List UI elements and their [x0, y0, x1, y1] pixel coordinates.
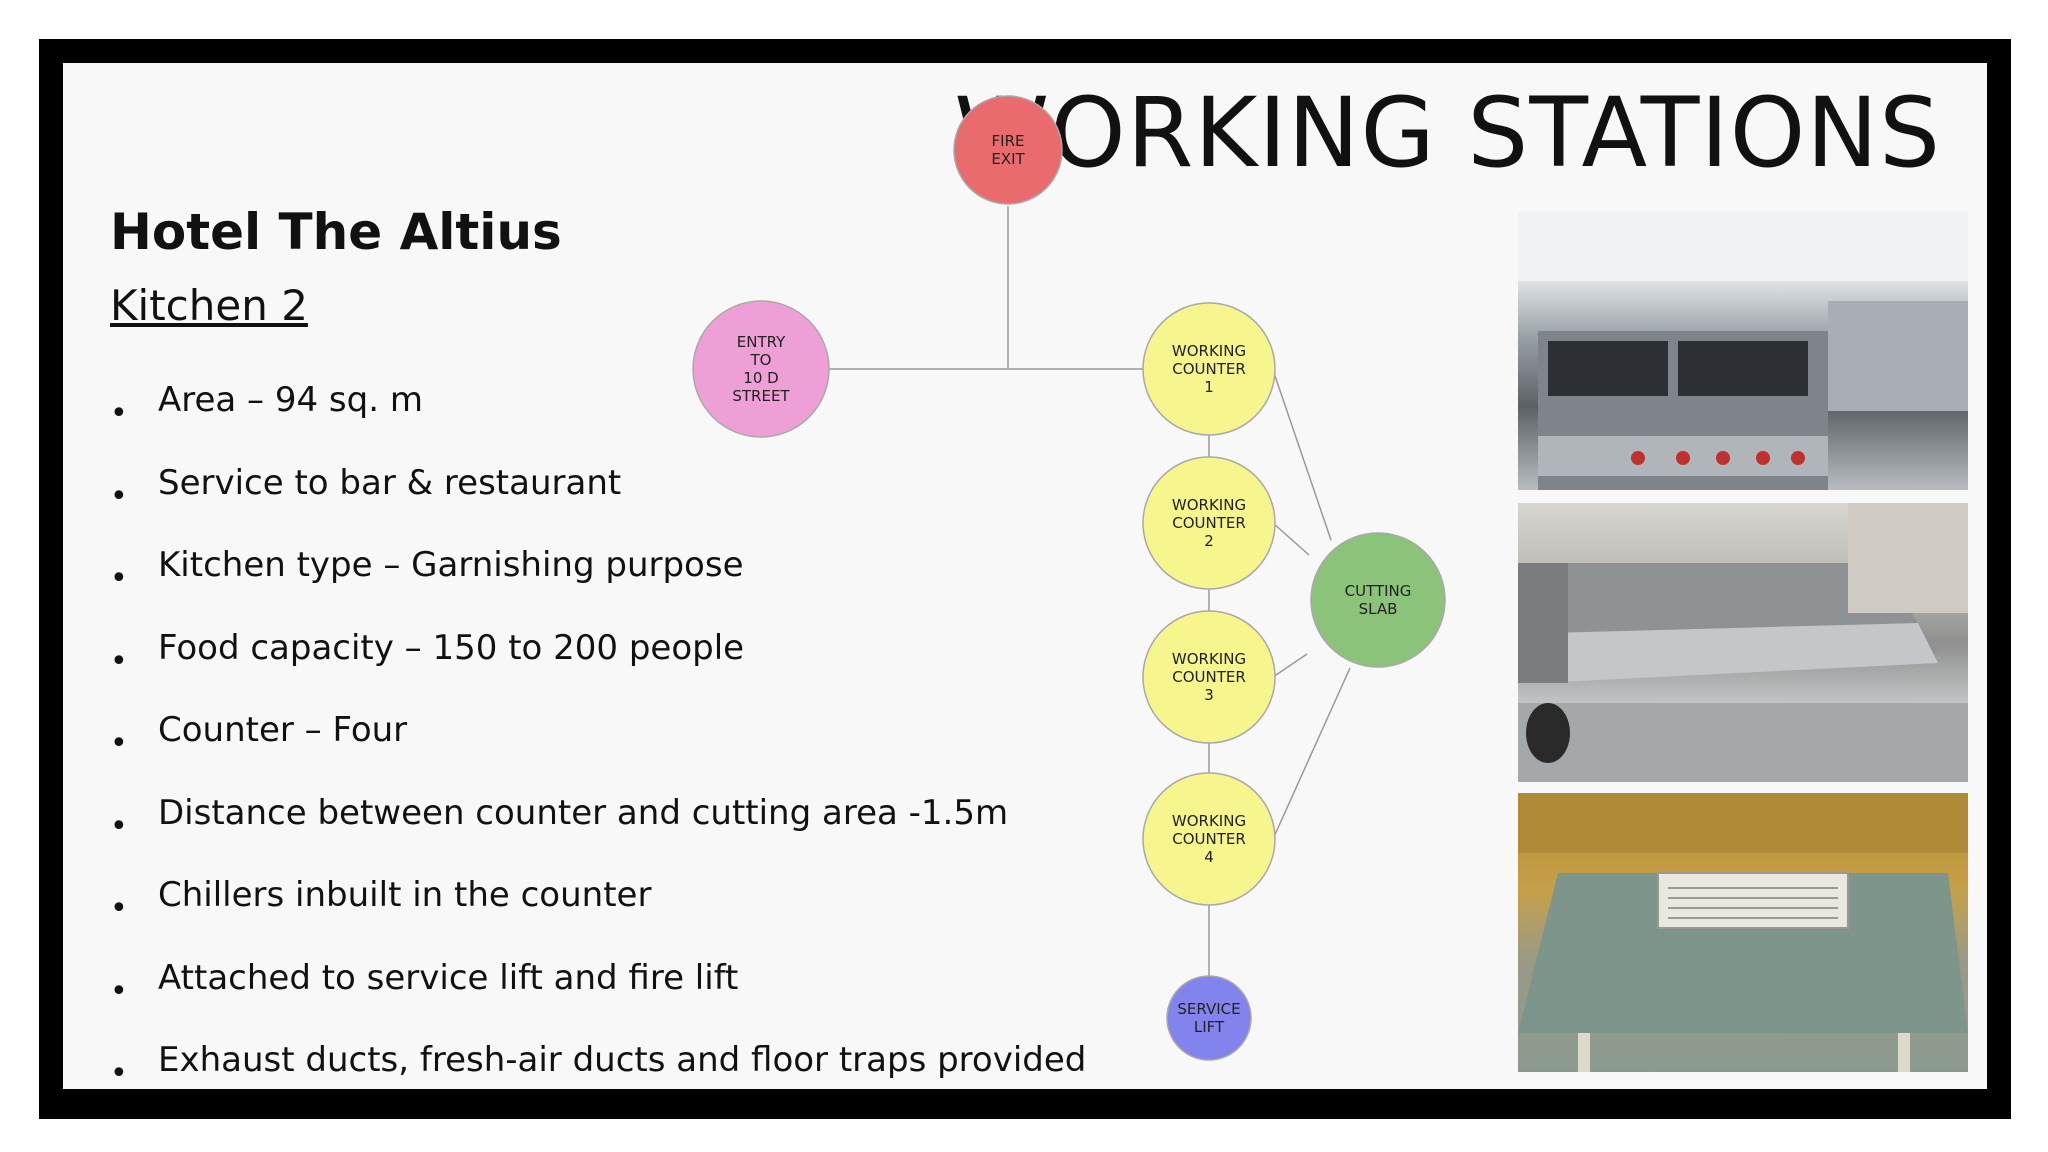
node-circle: [1310, 532, 1446, 668]
node-label: CUTTING: [1345, 582, 1412, 600]
node-label: FIRE: [992, 132, 1025, 150]
node-label: STREET: [732, 387, 790, 405]
node-label: 2: [1204, 532, 1214, 550]
node-label: COUNTER: [1172, 830, 1246, 848]
edge-counter3-cutting: [1272, 653, 1308, 678]
bullet-icon: •: [110, 726, 128, 761]
node-label: TO: [750, 351, 772, 369]
node-circle: [1142, 302, 1276, 436]
node-label: 4: [1204, 848, 1214, 866]
node-label: WORKING: [1172, 812, 1246, 830]
edge-counter4-cutting: [1272, 667, 1351, 840]
node-label: LIFT: [1194, 1018, 1225, 1036]
node-label: COUNTER: [1172, 360, 1246, 378]
node-label: 3: [1204, 686, 1214, 704]
node-circle: [1166, 975, 1252, 1061]
node-label: ENTRY: [737, 333, 786, 351]
node-label: SLAB: [1359, 600, 1398, 618]
node-label: WORKING: [1172, 496, 1246, 514]
node-label: WORKING: [1172, 342, 1246, 360]
bullet-icon: •: [110, 808, 128, 844]
exhaust-hood-illustration: [1518, 503, 1968, 782]
kitchen-stove-illustration: [1518, 211, 1968, 490]
node-label: COUNTER: [1172, 514, 1246, 532]
node-label: COUNTER: [1172, 668, 1246, 686]
bullet-icon: •: [110, 396, 128, 431]
bullet-icon: •: [110, 973, 128, 1009]
node-label: SERVICE: [1177, 1000, 1240, 1018]
node-label: 10 D: [743, 369, 778, 387]
kitchen-name: Kitchen 2: [110, 281, 308, 330]
bullet-icon: •: [110, 891, 128, 926]
slide: WORKING STATIONS Hotel The Altius Kitche…: [63, 63, 1987, 1091]
air-duct-illustration: [1518, 793, 1968, 1072]
slide-title: WORKING STATIONS: [954, 77, 1941, 189]
hotel-name: Hotel The Altius: [110, 203, 562, 261]
edge-counter1-cutting: [1272, 369, 1332, 541]
ceiling-air-duct-photo: [1518, 793, 1968, 1072]
node-circle: [1142, 610, 1276, 744]
node-circle: [953, 95, 1063, 205]
node-label: EXIT: [991, 150, 1025, 168]
node-label: WORKING: [1172, 650, 1246, 668]
diagram-edges: [828, 206, 1351, 976]
edge-counter2-cutting: [1272, 522, 1310, 556]
node-circle: [692, 300, 830, 438]
bullet-icon: •: [110, 643, 128, 679]
bullet-icon: •: [110, 1056, 128, 1091]
kitchen-exhaust-hood-photo: [1518, 503, 1968, 782]
node-circle: [1142, 772, 1276, 906]
bullet-icon: •: [110, 478, 128, 514]
kitchen-stove-photo: [1518, 211, 1968, 490]
node-label: 1: [1204, 378, 1214, 396]
node-circle: [1142, 456, 1276, 590]
bullet-icon: •: [110, 561, 128, 596]
